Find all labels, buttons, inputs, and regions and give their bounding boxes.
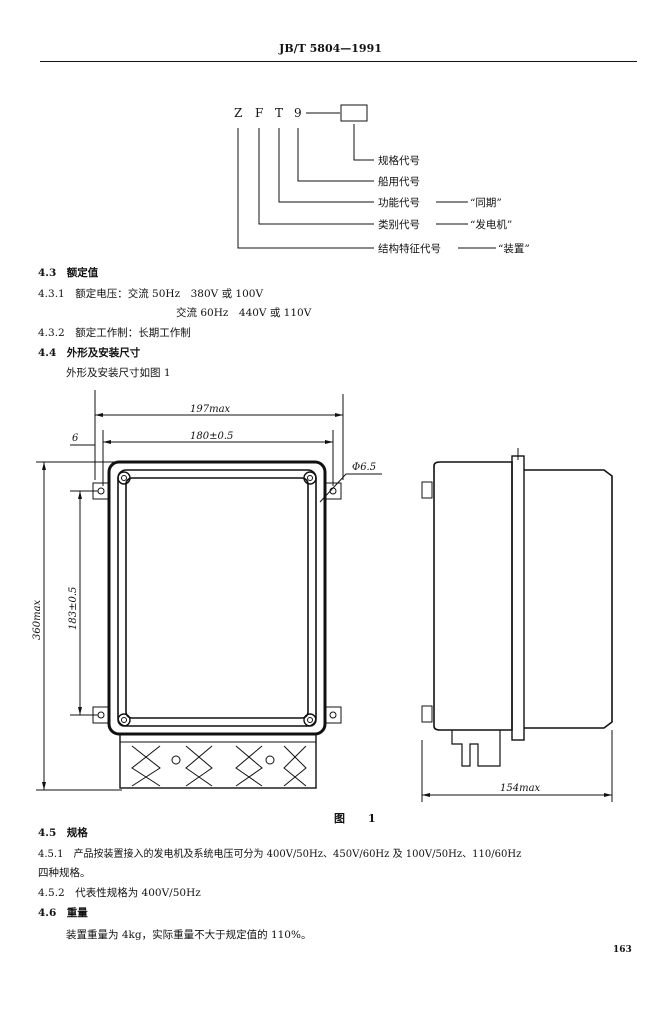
paragraph: 外形及安装尺寸如图 1 — [66, 367, 171, 379]
section-item: 4.5.1 产品按装置接入的发电机及系统电压可分为 400V/50Hz、450V… — [38, 849, 522, 860]
section-item-cont: 四种规格。 — [38, 867, 91, 879]
code-row-value: “装置” — [498, 242, 530, 255]
model-letter: F — [255, 106, 263, 120]
dim-label-depth: 154max — [500, 783, 541, 794]
side-flange — [511, 455, 525, 741]
section-item-cont: 交流 60Hz 440V 或 110V — [176, 307, 312, 319]
figure-caption: 图 1 — [334, 812, 382, 825]
leader-line-category — [258, 128, 374, 225]
code-row-label: 结构特征代号 — [378, 242, 441, 255]
dim-label-hole-dia: Φ6.5 — [352, 462, 376, 473]
side-body-front — [433, 461, 513, 731]
terminal-base — [119, 733, 317, 789]
code-row-value: “同期” — [470, 197, 502, 209]
dim-label-edge-offset: 6 — [72, 433, 79, 444]
mount-ear-br — [324, 706, 342, 724]
page-number: 163 — [613, 945, 632, 955]
section-item: 4.5.2 代表性规格为 400V/50Hz — [38, 887, 201, 899]
header-rule — [40, 61, 637, 62]
leader-line-function — [278, 128, 374, 203]
enclosure-cover-frame — [117, 469, 317, 727]
code-row-label: 规格代号 — [378, 154, 420, 167]
paragraph: 装置重量为 4kg，实际重量不大于规定值的 110%。 — [66, 929, 312, 941]
code-row-label: 功能代号 — [378, 196, 420, 209]
leader-line-spec — [353, 124, 374, 161]
enclosure-outer — [107, 460, 327, 736]
section-item: 4.3.2 额定工作制：长期工作制 — [38, 327, 191, 339]
code-row-value: “发电机” — [470, 218, 512, 231]
code-row-label: 类别代号 — [378, 218, 420, 231]
section-heading: 4.6 重量 — [38, 907, 88, 919]
section-heading: 4.4 外形及安装尺寸 — [38, 347, 141, 359]
dim-label-hole-spacing-w: 180±0.5 — [190, 431, 233, 442]
side-body-rear — [524, 469, 613, 729]
dim-label-hole-spacing-h: 183±0.5 — [68, 587, 79, 630]
section-item: 4.3.1 额定电压：交流 50Hz 380V 或 100V — [38, 288, 264, 300]
leader-line-marine — [297, 128, 374, 182]
enclosure-window — [125, 477, 309, 719]
model-letter: Z — [234, 106, 242, 120]
page-header: JB/T 5804—1991 — [279, 42, 382, 55]
spec-code-box — [340, 104, 368, 122]
section-heading: 4.5 规格 — [38, 827, 88, 839]
dim-label-overall-width: 197max — [190, 404, 231, 415]
side-terminal — [451, 730, 501, 767]
model-letter: 9 — [294, 106, 302, 120]
section-heading: 4.3 额定值 — [38, 267, 99, 279]
model-letter: T — [275, 106, 283, 120]
leader-line-structure — [237, 128, 374, 249]
figure-outline-dimensions: 197max 180±0.5 6 Φ6.5 360max 183±0.5 154… — [32, 390, 613, 802]
code-row-label: 船用代号 — [378, 175, 420, 188]
dim-label-overall-height: 360max — [32, 599, 43, 640]
model-code-diagram: Z F T 9 规格代号 船用代号 功能代号 “同期” 类别代号 “发电机” 结… — [234, 104, 530, 255]
